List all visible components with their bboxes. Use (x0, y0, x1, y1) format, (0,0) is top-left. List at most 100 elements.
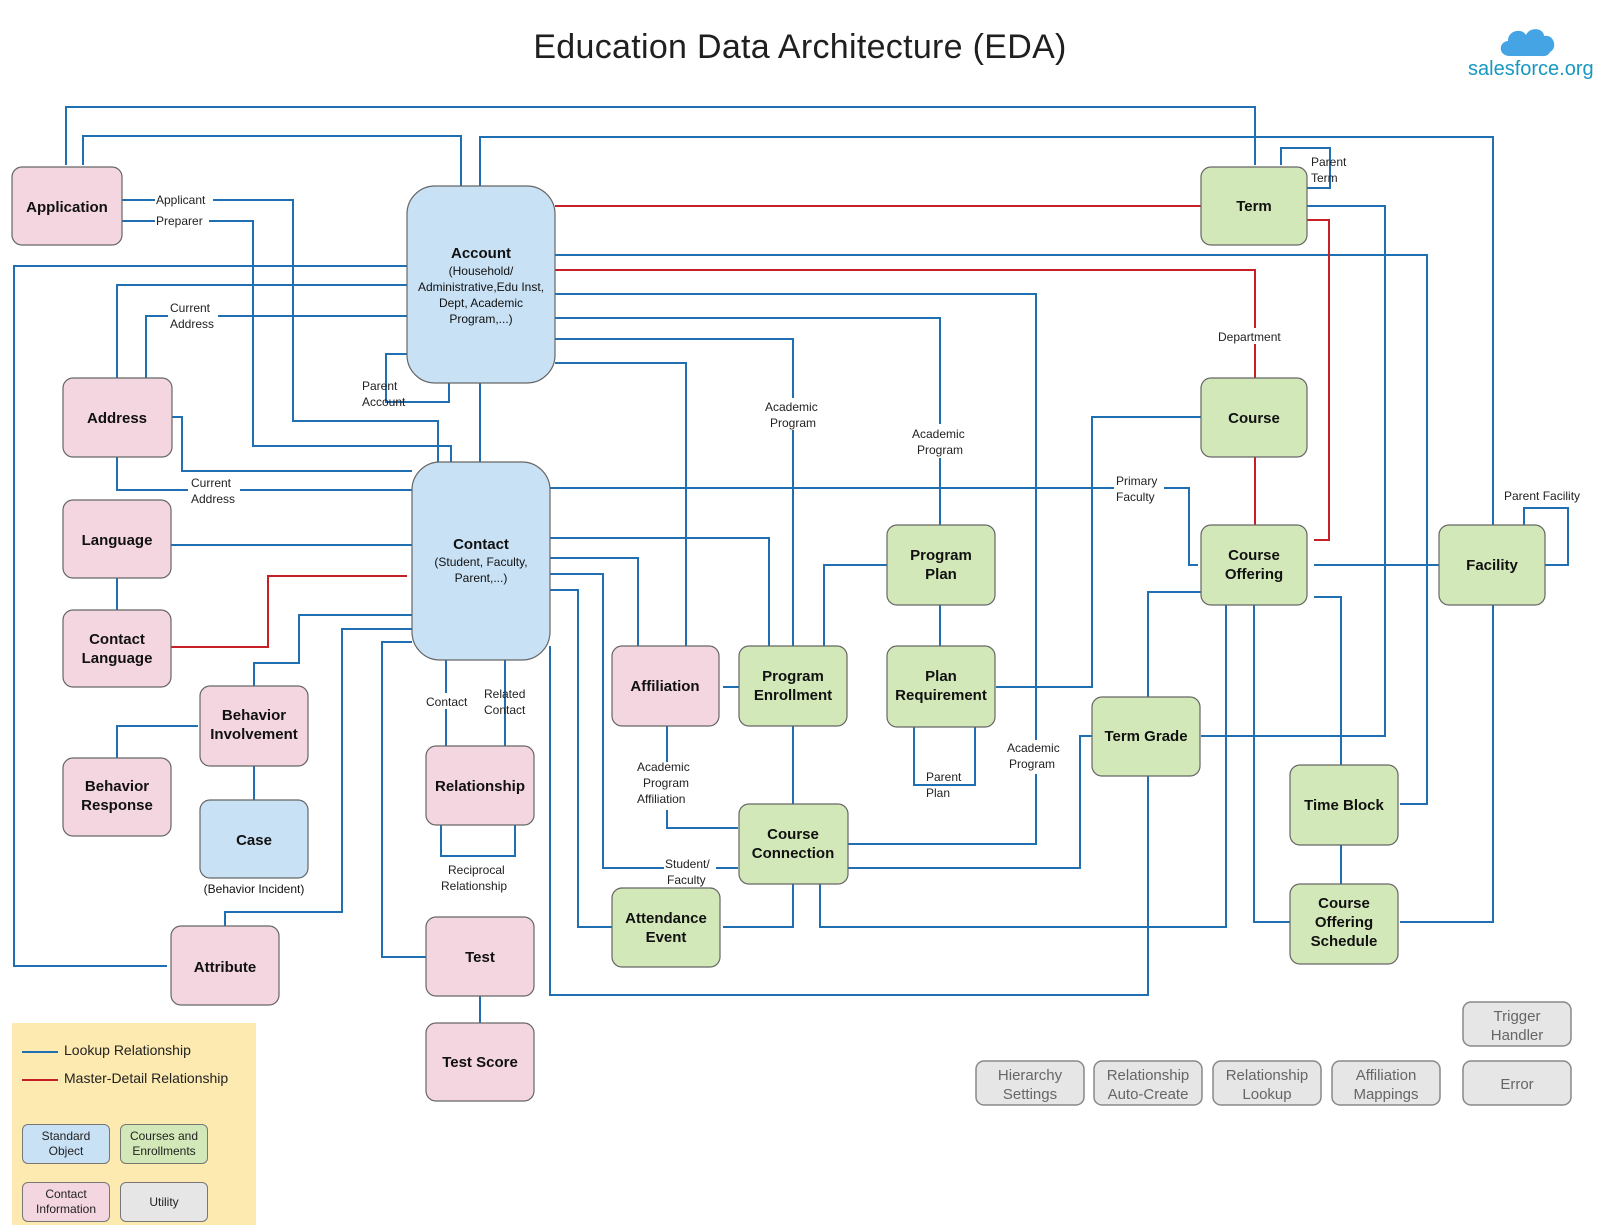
edge-label-primary-faculty-2: Faculty (1116, 490, 1155, 504)
node-test[interactable]: Test (425, 916, 535, 997)
svg-text:Test Score: Test Score (442, 1054, 518, 1071)
node-relationship[interactable]: Relationship (425, 745, 535, 826)
svg-text:Program: Program (910, 547, 972, 564)
svg-text:Term: Term (1236, 198, 1272, 215)
node-time-block[interactable]: Time Block (1289, 764, 1399, 846)
svg-text:Course: Course (1228, 410, 1280, 427)
node-behavior-response[interactable]: Behavior Response (62, 757, 172, 837)
svg-text:Term Grade: Term Grade (1104, 728, 1187, 745)
svg-text:Involvement: Involvement (210, 726, 298, 743)
svg-text:Relationship: Relationship (1226, 1067, 1309, 1084)
node-course-offering-schedule[interactable]: Course Offering Schedule (1289, 883, 1399, 965)
master-detail-connectors (171, 205, 1330, 648)
node-course[interactable]: Course (1200, 377, 1308, 458)
node-behavior-involvement[interactable]: Behavior Involvement (199, 685, 309, 767)
edge-labels: Applicant Preparer Parent Term Current A… (155, 155, 1580, 893)
edge-label-contact: Contact (426, 695, 468, 709)
node-attribute[interactable]: Attribute (170, 925, 280, 1006)
svg-text:Schedule: Schedule (1311, 933, 1378, 950)
svg-text:Offering: Offering (1315, 914, 1373, 931)
edge-label-parent-account: Parent (362, 379, 398, 393)
node-term[interactable]: Term (1200, 166, 1308, 246)
svg-text:(Student, Faculty,: (Student, Faculty, (434, 555, 527, 569)
cloud-icon (1500, 29, 1555, 57)
legend-lookup-line (22, 1051, 58, 1053)
edge-label-reciprocal: Reciprocal (448, 863, 505, 877)
edge-label-academic-program-2: Academic (912, 427, 965, 441)
node-test-score[interactable]: Test Score (425, 1022, 535, 1102)
svg-text:Course: Course (767, 826, 819, 843)
svg-text:Offering: Offering (1225, 566, 1283, 583)
svg-text:Parent,...): Parent,...) (455, 571, 508, 585)
node-program-enrollment[interactable]: Program Enrollment (738, 645, 848, 727)
svg-text:Error: Error (1500, 1076, 1533, 1093)
legend-lookup-label: Lookup Relationship (64, 1042, 191, 1058)
svg-text:Affiliation: Affiliation (630, 678, 699, 695)
svg-text:Lookup: Lookup (1242, 1086, 1291, 1103)
svg-text:(Household/: (Household/ (449, 264, 514, 278)
lookup-connectors (13, 106, 1569, 1023)
svg-text:Event: Event (646, 929, 687, 946)
svg-text:Handler: Handler (1491, 1027, 1544, 1044)
utility-relationship-lookup[interactable]: Relationship Lookup (1212, 1060, 1322, 1106)
utility-affiliation-mappings[interactable]: Affiliation Mappings (1331, 1060, 1441, 1106)
svg-text:Contact: Contact (453, 536, 509, 553)
node-contact[interactable]: Contact (Student, Faculty, Parent,...) (411, 461, 551, 661)
page-title: Education Data Architecture (EDA) (533, 28, 1067, 66)
edge-label-current-address-contact-2: Address (191, 492, 235, 506)
legend-master-detail-line (22, 1079, 58, 1081)
node-contact-language[interactable]: Contact Language (62, 609, 172, 688)
node-attendance-event[interactable]: Attendance Event (611, 887, 721, 968)
edge-label-academic-program-b: Program (770, 416, 816, 430)
edge-label-primary-faculty: Primary (1116, 474, 1157, 488)
edge-label-current-address: Current (170, 301, 211, 315)
edge-label-applicant: Applicant (156, 193, 206, 207)
svg-text:Plan: Plan (925, 566, 957, 583)
svg-text:Auto-Create: Auto-Create (1108, 1086, 1189, 1103)
utility-hierarchy-settings[interactable]: Hierarchy Settings (975, 1060, 1085, 1106)
node-course-offering[interactable]: Course Offering (1200, 524, 1308, 606)
nodes: Application Account (Household/ Administ… (11, 166, 1546, 1102)
node-address[interactable]: Address (62, 377, 173, 458)
utility-error[interactable]: Error (1462, 1060, 1572, 1106)
node-account[interactable]: Account (Household/ Administrative,Edu I… (406, 185, 556, 384)
svg-text:Time Block: Time Block (1304, 797, 1384, 814)
edge-label-department: Department (1218, 330, 1281, 344)
node-course-connection[interactable]: Course Connection (738, 803, 849, 885)
svg-text:Contact: Contact (89, 631, 145, 648)
edge-label-current-address-contact: Current (191, 476, 232, 490)
node-program-plan[interactable]: Program Plan (886, 524, 996, 606)
legend-master-detail-label: Master-Detail Relationship (64, 1070, 229, 1086)
svg-text:Administrative,Edu Inst,: Administrative,Edu Inst, (418, 280, 544, 294)
node-language[interactable]: Language (62, 499, 172, 579)
edge-label-academic-program: Academic (765, 400, 818, 414)
node-plan-requirement[interactable]: Plan Requirement (886, 645, 996, 728)
edge-label-student-faculty-2: Faculty (667, 873, 706, 887)
svg-text:Test: Test (465, 949, 495, 966)
svg-text:Account: Account (451, 245, 511, 262)
node-term-grade[interactable]: Term Grade (1091, 696, 1201, 777)
edge-label-parent-plan-2: Plan (926, 786, 950, 800)
node-case[interactable]: Case (Behavior Incident) (199, 799, 309, 896)
node-affiliation[interactable]: Affiliation (611, 645, 720, 727)
utility-trigger-handler[interactable]: Trigger Handler (1462, 1001, 1572, 1047)
svg-text:Course: Course (1318, 895, 1370, 912)
edge-label-student-faculty: Student/ (665, 857, 710, 871)
svg-text:Trigger: Trigger (1494, 1008, 1541, 1025)
svg-text:Dept, Academic: Dept, Academic (439, 296, 523, 310)
edge-label-apa: Academic (637, 760, 690, 774)
svg-text:Hierarchy: Hierarchy (998, 1067, 1063, 1084)
node-facility[interactable]: Facility (1438, 524, 1546, 606)
svg-text:Application: Application (26, 199, 108, 216)
utility-relationship-auto-create[interactable]: Relationship Auto-Create (1093, 1060, 1203, 1106)
svg-text:Mappings: Mappings (1353, 1086, 1418, 1103)
edge-label-related-contact-2: Contact (484, 703, 526, 717)
svg-text:Language: Language (82, 532, 153, 549)
svg-text:Language: Language (82, 650, 153, 667)
svg-text:Plan: Plan (925, 668, 957, 685)
node-application[interactable]: Application (11, 166, 123, 246)
svg-text:Response: Response (81, 797, 153, 814)
